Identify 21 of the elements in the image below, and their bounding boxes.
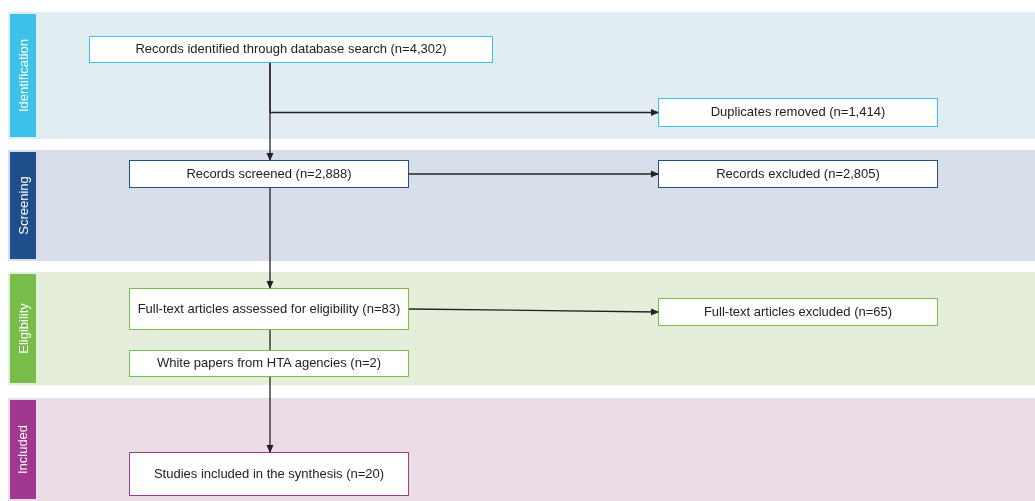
process-box: Full-text articles excluded (n=65) xyxy=(658,298,938,326)
stage-label: Included xyxy=(15,424,31,475)
arrow xyxy=(269,62,659,116)
stage-label: Identification xyxy=(15,39,31,112)
stage-band xyxy=(8,272,1035,385)
stage-band xyxy=(8,398,1035,501)
stage-band xyxy=(8,12,1035,139)
process-box: Studies included in the synthesis (n=20) xyxy=(129,452,409,496)
process-box: White papers from HTA agencies (n=2) xyxy=(129,350,409,377)
stage-label: Eligibility xyxy=(15,303,31,354)
stage-label: Screening xyxy=(15,176,31,235)
arrow xyxy=(266,187,274,289)
arrow xyxy=(408,308,659,316)
process-box: Full-text articles assessed for eligibility (n=83) xyxy=(129,288,409,330)
process-box: Records screened (n=2,888) xyxy=(129,160,409,188)
process-box: Records identified through database search (n=4,302) xyxy=(89,36,493,63)
stage-band xyxy=(8,150,1035,261)
arrow xyxy=(266,376,274,453)
process-box: Records excluded (n=2,805) xyxy=(658,160,938,188)
process-box: Duplicates removed (n=1,414) xyxy=(658,98,938,127)
arrow xyxy=(408,170,659,178)
